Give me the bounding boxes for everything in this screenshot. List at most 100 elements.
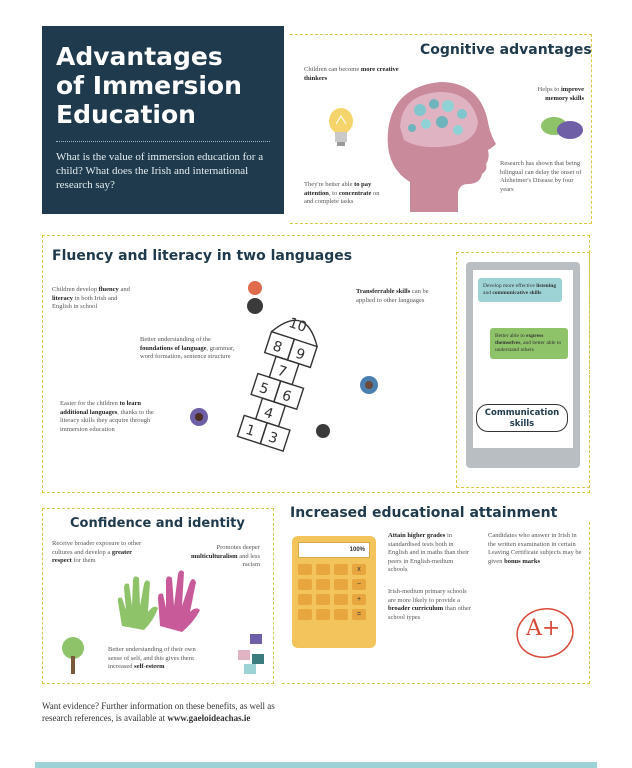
hands-icon <box>117 570 200 632</box>
curriculum-bold: broader curriculum <box>388 605 444 612</box>
calc-key <box>316 594 330 605</box>
curriculum-post: than other school types <box>388 605 471 621</box>
learn-post: , thanks to the literacy skills they acq… <box>60 408 154 433</box>
learn-bold: to learn additional languages <box>60 400 142 416</box>
calc-key <box>334 564 348 575</box>
title-panel: Advantages of Immersion Education What i… <box>42 26 284 214</box>
hop-6: 6 <box>280 388 294 406</box>
grade-mark: A+ <box>526 616 561 641</box>
develop-bold-2: literacy <box>52 294 73 302</box>
learn-pre: Easier for the children <box>60 400 120 407</box>
multi-pre: Promotes deeper <box>216 544 260 551</box>
attention-pre: They're better able <box>304 181 355 188</box>
learn-text: Easier for the children to learn additio… <box>60 400 168 434</box>
hop-5: 5 <box>257 380 270 398</box>
hop-7: 7 <box>275 363 288 381</box>
transfer-bold: Transferrable skills <box>356 288 411 295</box>
calc-key <box>316 609 330 620</box>
bubble1-pre: Develop more effective <box>483 283 537 289</box>
hop-8: 8 <box>271 338 284 356</box>
multi-post: and less racism <box>237 552 260 569</box>
foundations-bold: foundations of language <box>140 344 207 352</box>
self-esteem-text: Better understanding of their own sense … <box>108 646 210 672</box>
fluency-heading: Fluency and literacy in two languages <box>52 248 353 264</box>
title-line-3: Education <box>56 100 196 129</box>
bubble1-mid: and <box>483 290 493 296</box>
attention-post: on and complete tasks <box>304 189 380 206</box>
cognitive-heading: Cognitive advantages <box>420 42 592 58</box>
title-divider <box>56 141 270 142</box>
child-figure-icon <box>316 424 330 438</box>
transfer-text: Transferrable skills can be applied to o… <box>356 288 448 305</box>
child-figure-icon <box>247 281 263 314</box>
calculator-display: 100% <box>298 542 370 558</box>
child-figure-icon <box>360 376 378 394</box>
calc-key-equals: = <box>352 609 366 620</box>
transfer-post: can be applied to other languages <box>356 288 429 304</box>
bonus-pre: Candidates who answer in Irish in the wr… <box>488 532 582 565</box>
tree-icon <box>62 637 84 674</box>
foundations-post: , grammar, word formation, sentence stru… <box>140 344 235 361</box>
respect-pre: Receive broader exposure to other cultur… <box>52 540 142 556</box>
footer-text: Want evidence? Further information on th… <box>42 700 302 724</box>
communication-box <box>456 252 590 488</box>
curriculum-text: Irish-medium primary schools are more li… <box>388 588 474 622</box>
memory-bold: improve memory skills <box>545 86 584 102</box>
calc-key <box>334 594 348 605</box>
bubble1-bold-1: listening <box>536 283 557 289</box>
calc-key <box>316 579 330 590</box>
hop-9: 9 <box>294 346 307 364</box>
calc-key-minus: − <box>352 579 366 590</box>
hopscotch-illustration: 1 3 4 5 6 7 8 9 10 2 <box>236 315 319 453</box>
calc-key-multiply: x <box>352 564 366 575</box>
alzheimer-text: Research has shown that being bilingual … <box>500 160 582 193</box>
fluency-develop-text: Children develop fluency and literacy in… <box>52 286 138 312</box>
attention-text: They're better able to pay attention, to… <box>304 181 380 207</box>
calc-key <box>316 564 330 575</box>
grade-mark-icon <box>516 608 574 658</box>
bottom-bar <box>35 762 597 768</box>
bubble1-bold-2: communicative skills <box>492 290 542 296</box>
bubble2-bold: express themselves <box>495 333 544 346</box>
calc-key <box>334 579 348 590</box>
puzzle-icon <box>238 634 264 674</box>
develop-post: in both Irish and English in school <box>52 294 118 311</box>
speech-bubbles-icon <box>541 117 583 139</box>
title-line-2: of Immersion <box>56 71 242 100</box>
attention-bold-2: concentrate <box>338 189 372 197</box>
hop-10: 10 <box>287 315 309 336</box>
develop-mid: and <box>118 286 130 293</box>
cognitive-section <box>290 34 592 224</box>
memory-text: Helps to improve memory skills <box>520 86 584 103</box>
calc-key <box>298 609 312 620</box>
curriculum-pre: Irish-medium primary schools are more li… <box>388 588 467 604</box>
bonus-bold: bonus marks <box>504 557 541 565</box>
bonus-text: Candidates who answer in Irish in the wr… <box>488 532 582 566</box>
multiculturalism-text: Promotes deeper multiculturalism and les… <box>190 544 260 570</box>
communication-label: Communication skills <box>476 404 568 432</box>
attention-bold-1: to pay attention <box>304 181 372 197</box>
hop-4: 4 <box>262 405 276 423</box>
memory-pre: Helps to <box>537 86 561 93</box>
foundations-text: Better understanding of the foundations … <box>140 336 238 362</box>
esteem-pre: Better understanding of their own sense … <box>108 646 196 670</box>
head-brain-icon <box>387 82 496 212</box>
esteem-bold: self-esteem <box>134 663 165 670</box>
title-question: What is the value of immersion education… <box>56 151 264 191</box>
calc-key <box>298 579 312 590</box>
child-figure-icon <box>190 408 208 426</box>
respect-post: for them <box>71 557 96 564</box>
lightbulb-icon <box>329 108 353 146</box>
creative-bold: more creative thinkers <box>304 66 399 82</box>
creative-text: Children can become more creative thinke… <box>304 66 404 83</box>
listening-bubble: Develop more effective listening and com… <box>478 278 562 302</box>
confidence-section <box>42 508 274 684</box>
footer-link[interactable]: www.gaeloideachas.ie <box>167 713 251 723</box>
respect-text: Receive broader exposure to other cultur… <box>52 540 142 566</box>
develop-pre: Children develop <box>52 286 99 293</box>
footer-body: Want evidence? Further information on th… <box>42 701 275 723</box>
develop-bold-1: fluency <box>98 286 119 293</box>
foundations-pre: Better understanding of the <box>140 336 211 343</box>
page-title: Advantages of Immersion Education <box>56 42 270 129</box>
calculator-keys: x − + = <box>298 564 366 620</box>
